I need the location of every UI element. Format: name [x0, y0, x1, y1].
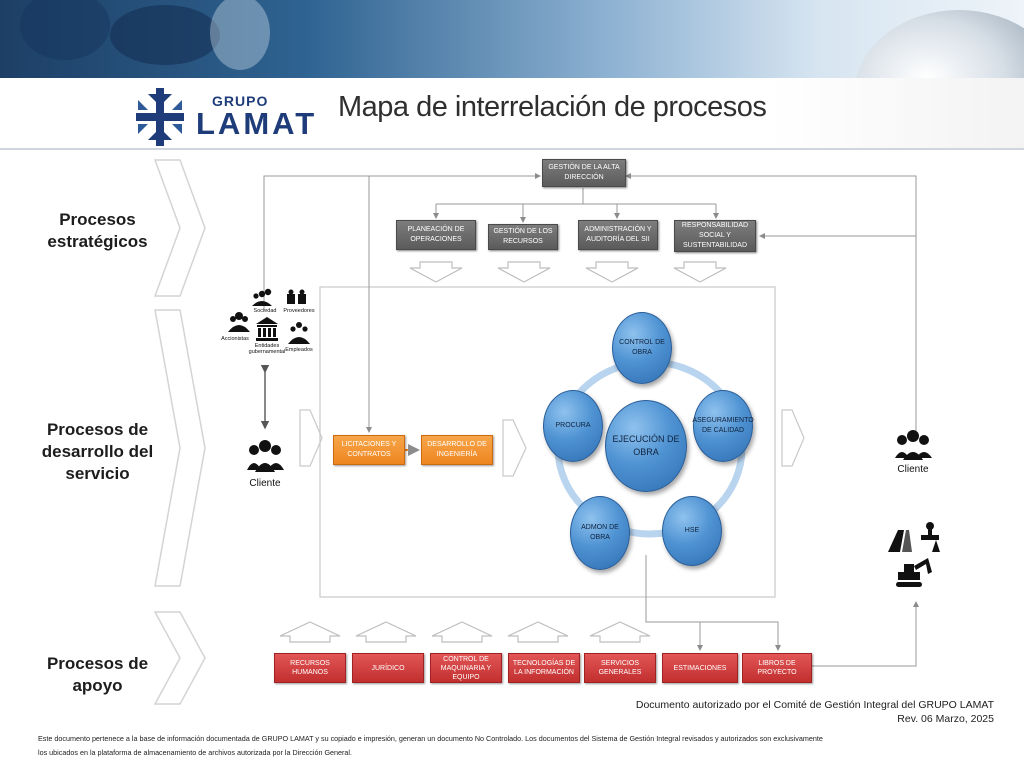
authorization-text: Documento autorizado por el Comité de Ge… — [635, 699, 994, 711]
box-servicios-generales: SERVICIOS GENERALES — [584, 653, 656, 683]
label-accionistas: Accionistas — [221, 336, 249, 342]
banner-photo-figure — [20, 0, 110, 60]
water-tap-icon — [921, 522, 940, 552]
box-responsabilidad-social: RESPONSABILIDAD SOCIAL Y SUSTENTABILIDAD — [674, 220, 756, 252]
grupo-lamat-logo-icon — [136, 88, 184, 146]
box-tecnologias-informacion: TECNOLOGÍAS DE LA INFORMACIÓN — [508, 653, 580, 683]
circle-ejecucion-obra: EJECUCIÓN DE OBRA — [605, 400, 687, 492]
label-development-processes: Procesos de desarrollo del servicio — [41, 420, 154, 483]
development-chevron — [154, 309, 206, 587]
road-icon — [888, 530, 912, 552]
logo-text-grupo: GRUPO — [212, 93, 269, 109]
box-estimaciones: ESTIMACIONES — [662, 653, 738, 683]
circle-hse: HSE — [662, 496, 722, 566]
box-licitaciones-contratos: LICITACIONES Y CONTRATOS — [333, 435, 405, 465]
strategic-chevron — [153, 159, 206, 297]
people-icon-cliente-left — [247, 440, 284, 472]
banner-photo-figure — [110, 5, 220, 65]
people-icon-empleados — [288, 322, 310, 344]
banner-photo-figure — [210, 0, 270, 70]
header-banner — [0, 0, 1024, 78]
circle-aseguramiento-calidad: ASEGURAMIENTO DE CALIDAD — [692, 390, 754, 462]
box-recursos-humanos: RECURSOS HUMANOS — [274, 653, 346, 683]
label-sociedad: Sociedad — [253, 308, 277, 314]
box-gestion-alta-direccion: GESTIÓN DE LA ALTA DIRECCIÓN — [542, 159, 626, 187]
box-juridico: JURÍDICO — [352, 653, 424, 683]
development-right-arrows — [299, 409, 805, 477]
label-cliente-right: Cliente — [897, 464, 929, 475]
circle-control-obra: CONTROL DE OBRA — [612, 312, 672, 384]
box-desarrollo-ingenieria: DESARROLLO DE INGENIERÍA — [421, 435, 493, 465]
box-control-maquinaria: CONTROL DE MAQUINARIA Y EQUIPO — [430, 653, 502, 683]
people-icon-accionistas — [228, 312, 250, 332]
people-icon-cliente-right — [895, 430, 932, 460]
label-entidades: Entidades gubernamental — [248, 343, 286, 355]
people-icon-proveedores — [287, 289, 306, 304]
support-up-arrows — [279, 621, 651, 643]
label-support-processes: Procesos de apoyo — [46, 654, 149, 695]
people-icon-sociedad — [252, 288, 272, 306]
label-strategic-processes: Procesos estratégicos — [47, 210, 148, 251]
page-title: Mapa de interrelación de procesos — [338, 91, 767, 123]
box-planeacion-operaciones: PLANEACIÓN DE OPERACIONES — [396, 220, 476, 250]
circle-admon-obra: ADMON DE OBRA — [570, 496, 630, 570]
logo-text-lamat: LAMAT — [196, 106, 318, 141]
label-cliente-left: Cliente — [249, 478, 281, 489]
support-chevron — [153, 611, 206, 705]
footer-disclaimer: Este documento pertenece a la base de in… — [38, 732, 918, 760]
building-icon-entidades — [256, 317, 278, 341]
circle-procura: PROCURA — [543, 390, 603, 462]
box-gestion-recursos: GESTIÓN DE LOS RECURSOS — [488, 224, 558, 250]
box-administracion-auditoria: ADMINISTRACIÓN Y AUDITORÍA DEL SII — [578, 220, 658, 250]
revision-text: Rev. 06 Marzo, 2025 — [897, 713, 994, 725]
strategic-down-arrows — [409, 261, 727, 283]
footer-authorization: Documento autorizado por el Comité de Ge… — [636, 698, 994, 726]
label-empleados: Empleados — [285, 347, 313, 353]
disclaimer-line-2: los ubicados en la plataforma de almacen… — [38, 748, 353, 757]
label-proveedores: Proveedores — [283, 308, 315, 314]
box-libros-proyecto: LIBROS DE PROYECTO — [742, 653, 812, 683]
disclaimer-line-1: Este documento pertenece a la base de in… — [38, 734, 823, 743]
excavator-icon — [896, 558, 932, 587]
